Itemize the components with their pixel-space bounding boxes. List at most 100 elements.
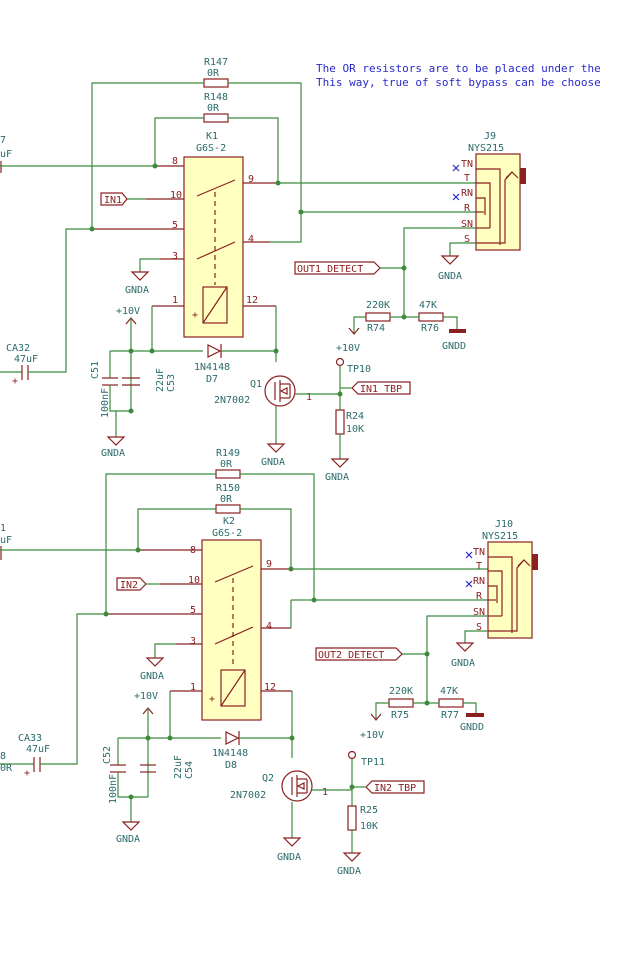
net-label-in2[interactable]: IN2 (116, 577, 147, 591)
svg-text:RN: RN (473, 576, 485, 587)
svg-text:1: 1 (190, 682, 196, 693)
svg-text:J10: J10 (495, 519, 513, 530)
note-line-2: This way, true of soft bypass can be cho… (316, 76, 601, 89)
testpoint-tp10-label: TP10 (347, 364, 371, 375)
resistor-r24[interactable]: R24 10K (335, 409, 364, 435)
resistor-r150[interactable]: R150 0R (215, 483, 241, 514)
gnda-symbol: GNDA (101, 436, 126, 459)
gnda-symbol: GNDA (325, 458, 350, 483)
svg-text:220K: 220K (389, 686, 413, 697)
svg-text:8: 8 (172, 156, 178, 167)
resistor-r77[interactable]: 47K R77 (438, 686, 464, 721)
svg-text:3: 3 (190, 636, 196, 647)
net-label-out2-detect[interactable]: OUT2_DETECT (315, 647, 403, 661)
resistor-r25[interactable]: R25 10K (347, 805, 378, 832)
svg-text:R74: R74 (367, 323, 385, 334)
svg-text:IN1_TBP: IN1_TBP (360, 384, 402, 395)
resistor-r75[interactable]: 220K R75 (388, 686, 414, 721)
cap-ca33-val: 47uF (26, 744, 50, 755)
svg-text:220K: 220K (366, 300, 390, 311)
left-fragment-ref-2: 8 (0, 751, 6, 762)
svg-text:R148: R148 (204, 92, 228, 103)
cap-c53-val: 22uF (155, 368, 166, 392)
svg-text:GNDA: GNDA (277, 852, 301, 863)
svg-text:10: 10 (188, 575, 200, 586)
relay-k2[interactable]: K2 G6S-2 + 8 10 5 3 1 12 9 4 (188, 516, 276, 721)
svg-text:1: 1 (322, 787, 328, 798)
relay-k1[interactable]: K1 G6S-2 + 8 10 5 3 1 12 9 4 (170, 131, 258, 338)
svg-text:R: R (476, 591, 483, 602)
svg-text:GNDA: GNDA (101, 448, 125, 459)
net-label-in2-tbp[interactable]: IN2_TBP (365, 780, 425, 794)
svg-text:12: 12 (246, 295, 258, 306)
svg-text:2N7002: 2N7002 (214, 395, 250, 406)
svg-text:NYS215: NYS215 (468, 143, 504, 154)
cap-c51-val: 100nF (100, 388, 111, 418)
cap-c54-ref: C54 (184, 761, 195, 779)
jack-j9[interactable]: J9 NYS215 TN T RN R SN S (461, 131, 526, 251)
cap-ca32-val: 47uF (14, 354, 38, 365)
jack-j10[interactable]: J10 NYS215 TN T RN R SN S (473, 519, 538, 639)
svg-text:G6S-2: G6S-2 (196, 143, 226, 154)
svg-text:IN1: IN1 (104, 195, 122, 206)
svg-text:1N4148: 1N4148 (194, 362, 230, 373)
svg-text:R77: R77 (441, 710, 459, 721)
gnda-symbol: GNDA (125, 271, 150, 296)
diode-d7[interactable]: 1N4148 D7 (194, 344, 230, 385)
svg-text:0R: 0R (220, 494, 233, 505)
mosfet-q1[interactable]: Q1 2N7002 1 (214, 375, 312, 407)
svg-text:OUT2_DETECT: OUT2_DETECT (318, 650, 384, 661)
svg-text:GNDA: GNDA (337, 866, 361, 877)
resistor-r147[interactable]: R147 0R (203, 57, 229, 88)
svg-text:D8: D8 (225, 760, 237, 771)
resistor-r76[interactable]: 47K R76 (418, 300, 444, 334)
svg-text:2N7002: 2N7002 (230, 790, 266, 801)
net-label-out1-detect[interactable]: OUT1_DETECT (294, 261, 381, 275)
svg-text:0R: 0R (207, 68, 220, 79)
svg-text:TN: TN (461, 159, 473, 170)
svg-text:9: 9 (266, 559, 272, 570)
gndd-label: GNDD (442, 341, 466, 352)
svg-text:GNDA: GNDA (451, 658, 475, 669)
gnda-symbol: GNDA (261, 443, 286, 468)
resistor-r148[interactable]: R148 0R (203, 92, 229, 123)
left-fragment-val: uF (0, 535, 12, 546)
svg-text:47K: 47K (440, 686, 458, 697)
svg-text:12: 12 (264, 682, 276, 693)
cap-c52-ref: C52 (102, 746, 113, 764)
left-fragment-val: uF (0, 149, 12, 160)
gnda-symbol: GNDA (438, 255, 462, 282)
channel-2: 1 uF 8 0R R149 0R R150 0R K2 G6S-2 + (0, 448, 538, 877)
svg-text:R150: R150 (216, 483, 240, 494)
svg-text:5: 5 (190, 605, 196, 616)
note-line-1: The OR resistors are to be placed under … (316, 62, 601, 75)
svg-text:3: 3 (172, 251, 178, 262)
svg-text:+: + (12, 376, 18, 387)
testpoint-tp11[interactable] (347, 750, 357, 760)
gnda-symbol: GNDA (451, 642, 475, 669)
svg-text:+: + (192, 310, 198, 321)
svg-text:Q2: Q2 (262, 773, 274, 784)
svg-text:10K: 10K (346, 424, 364, 435)
diode-d8[interactable]: 1N4148 D8 (212, 731, 248, 771)
svg-text:1: 1 (172, 295, 178, 306)
vpos-label: +10V (134, 691, 158, 702)
cap-c52-val: 100nF (108, 774, 119, 804)
svg-text:S: S (476, 622, 482, 633)
mosfet-q2[interactable]: Q2 2N7002 1 (230, 770, 328, 802)
svg-text:0R: 0R (220, 459, 233, 470)
gnda-symbol: GNDA (277, 837, 302, 863)
resistor-r74[interactable]: 220K R74 (365, 300, 391, 334)
net-label-in1[interactable]: IN1 (100, 192, 128, 206)
vpos-label: +10V (116, 306, 140, 317)
svg-text:IN2: IN2 (120, 580, 138, 591)
channel-1: 7 uF R147 0R R148 0R K1 G6S-2 + (0, 57, 526, 483)
svg-text:SN: SN (461, 219, 473, 230)
resistor-r149[interactable]: R149 0R (215, 448, 241, 479)
svg-text:R25: R25 (360, 805, 378, 816)
svg-text:TN: TN (473, 547, 485, 558)
svg-text:R: R (464, 203, 471, 214)
net-label-in1-tbp[interactable]: IN1_TBP (351, 381, 411, 395)
testpoint-tp10[interactable] (335, 357, 345, 367)
